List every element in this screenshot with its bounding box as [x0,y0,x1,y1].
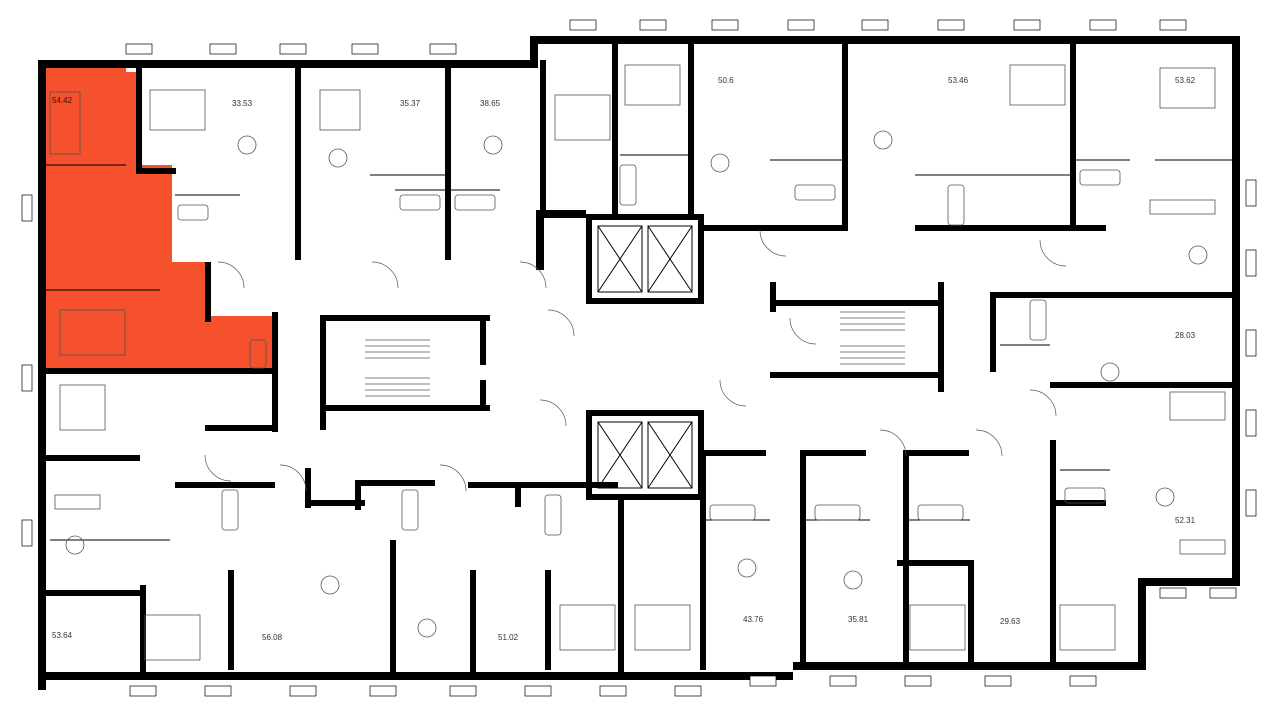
unit-area-label[interactable]: 56.08 [262,633,283,642]
unit-area-label[interactable]: 53.46 [948,76,969,85]
furniture [49,64,1226,661]
unit-area-label[interactable]: 35.81 [848,615,869,624]
unit-area-label[interactable]: 51.02 [498,633,519,642]
stairs [365,311,905,397]
unit-area-label[interactable]: 52.31 [1175,516,1196,525]
unit-area-label[interactable]: 28.03 [1175,331,1196,340]
unit-area-label[interactable]: 29.63 [1000,617,1021,626]
unit-area-label[interactable]: 35.37 [400,99,421,108]
unit-area-label[interactable]: 43.76 [743,615,764,624]
unit-area-label[interactable]: 53.62 [1175,76,1196,85]
unit-area-label[interactable]: 33.53 [232,99,253,108]
elevator-shafts [597,225,693,489]
unit-54-42-fill[interactable] [40,62,272,370]
interior-walls [40,36,1235,680]
unit-area-label[interactable]: 38.65 [480,99,501,108]
windows [21,19,1257,697]
unit-area-label[interactable]: 50.6 [718,76,734,85]
selected-unit-highlight[interactable] [40,62,272,370]
doors [204,229,1067,492]
unit-area-label[interactable]: 54.42 [52,96,73,105]
area-labels: 54.42 33.53 35.37 38.65 50.6 53.46 53.62… [52,76,1196,642]
exterior-walls [38,36,1240,690]
unit-area-label[interactable]: 53.64 [52,631,73,640]
